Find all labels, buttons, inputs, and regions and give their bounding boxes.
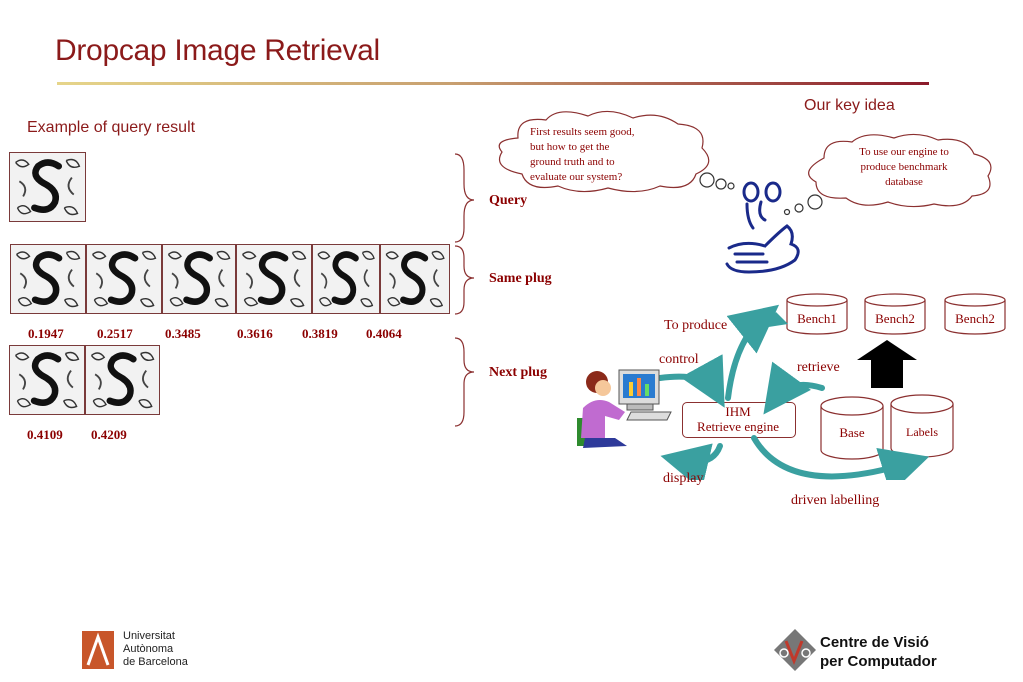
same-plug-dropcap-image — [236, 244, 312, 314]
flow-arrows — [657, 304, 930, 480]
similarity-score: 0.1947 — [28, 326, 64, 341]
thinking-face-clipart — [699, 172, 823, 274]
dropcap-ornament-icon — [241, 250, 307, 308]
ihm-box-text: IHM Retrieve engine — [697, 404, 779, 434]
uab-logo — [82, 631, 114, 669]
similarity-score: 0.3616 — [237, 326, 273, 341]
row-label-query: Query — [489, 193, 528, 208]
driven-labelling-label: driven labelling — [791, 493, 880, 508]
key-idea-heading: Our key idea — [804, 97, 895, 114]
bench-databases — [786, 293, 1006, 335]
title-rule — [57, 82, 929, 85]
to-produce-label: To produce — [664, 318, 728, 333]
dropcap-ornament-icon — [385, 250, 445, 308]
next-plug-dropcap-image — [85, 345, 160, 415]
thought-cloud-left-text: First results seem good, but how to get … — [530, 126, 635, 183]
ihm-retrieve-engine-box — [682, 402, 796, 438]
similarity-score: 0.2517 — [97, 326, 133, 341]
dropcap-ornament-icon — [317, 250, 375, 308]
thought-cloud-left — [498, 110, 710, 193]
user-at-computer-clipart — [577, 369, 672, 448]
section-subtitle: Example of query result — [27, 119, 196, 136]
labels-label: Labels — [906, 425, 938, 439]
base-label: Base — [839, 425, 865, 440]
up-arrow — [857, 340, 917, 388]
thought-cloud-right-text: To use our engine to produce benchmark d… — [859, 146, 949, 188]
row-label-same-plug: Same plug — [489, 271, 552, 286]
same-plug-dropcap-image — [312, 244, 380, 314]
dropcap-ornament-icon — [15, 250, 81, 308]
control-label: control — [659, 352, 699, 367]
display-label: display — [663, 471, 704, 486]
similarity-score: 0.3485 — [165, 326, 201, 341]
arrow-head-icon — [762, 312, 788, 328]
similarity-score: 0.3819 — [302, 326, 338, 341]
bench2-label: Bench2 — [955, 311, 995, 326]
query-dropcap-image — [9, 152, 86, 222]
uab-name: Universitat Autònoma de Barcelona — [123, 630, 188, 668]
similarity-score: 0.4209 — [91, 427, 127, 442]
same-plug-dropcap-image — [10, 244, 86, 314]
row-label-next-plug: Next plug — [489, 365, 547, 380]
dropcap-ornament-icon — [91, 250, 157, 308]
cvc-name: Centre de Visió per Computador — [820, 634, 937, 670]
dropcap-ornament-icon — [14, 351, 80, 409]
dropcap-ornament-icon — [167, 250, 231, 308]
dropcap-ornament-icon — [90, 351, 155, 409]
next-plug-dropcap-image — [9, 345, 85, 415]
base-labels-databases — [820, 394, 954, 460]
bench2-label: Bench2 — [875, 311, 915, 326]
cvc-logo — [774, 629, 816, 671]
same-plug-dropcap-image — [380, 244, 450, 314]
same-plug-dropcap-image — [162, 244, 236, 314]
dropcap-ornament-icon — [15, 158, 81, 216]
same-plug-dropcap-image — [86, 244, 162, 314]
slide-title: Dropcap Image Retrieval — [55, 34, 380, 67]
similarity-score: 0.4064 — [366, 326, 402, 341]
bench1-label: Bench1 — [797, 311, 837, 326]
similarity-score: 0.4109 — [27, 427, 63, 442]
thought-cloud-right — [808, 133, 992, 208]
row-braces — [454, 153, 475, 427]
retrieve-label: retrieve — [797, 360, 840, 375]
